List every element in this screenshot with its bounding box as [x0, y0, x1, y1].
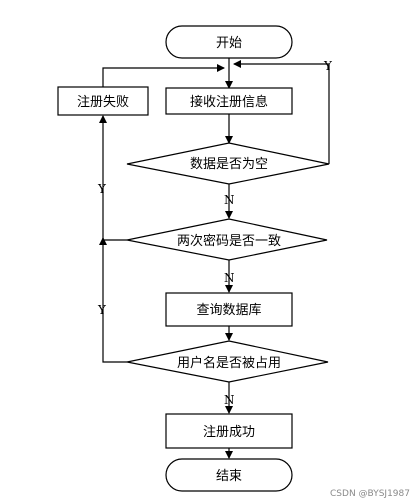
- register-fail-label: 注册失败: [77, 95, 129, 110]
- edge-label-taken-no: N: [224, 393, 235, 407]
- check-empty-decision: 数据是否为空: [126, 142, 330, 185]
- register-fail-process: 注册失败: [57, 86, 149, 116]
- edge-label-taken-yes: Y: [97, 303, 107, 317]
- arrow-empty-yes-loop: [233, 60, 330, 164]
- receive-info-label: 接收注册信息: [190, 94, 268, 110]
- query-database-label: 查询数据库: [196, 302, 261, 318]
- check-username-label: 用户名是否被占用: [177, 355, 281, 371]
- check-password-label: 两次密码是否一致: [177, 233, 281, 249]
- register-success-process: 注册成功: [165, 413, 293, 449]
- edge-label-empty-yes: Y: [323, 59, 333, 73]
- register-success-label: 注册成功: [203, 425, 255, 440]
- edge-label-empty-no: N: [224, 193, 235, 207]
- edge-label-mismatch-yes: Y: [97, 182, 107, 196]
- connectors: [99, 58, 330, 459]
- arrow-fail-to-receive: [102, 64, 225, 87]
- check-password-decision: 两次密码是否一致: [126, 218, 328, 261]
- check-empty-label: 数据是否为空: [190, 157, 268, 172]
- check-username-decision: 用户名是否被占用: [126, 340, 329, 383]
- start-terminal: 开始: [165, 25, 293, 59]
- end-terminal: 结束: [165, 458, 293, 492]
- watermark: CSDN @BYSJ1987: [330, 489, 410, 499]
- end-label: 结束: [216, 469, 242, 484]
- edge-label-password-no: N: [224, 271, 235, 285]
- receive-info-process: 接收注册信息: [165, 87, 293, 115]
- arrow-taken-yes: [99, 237, 127, 363]
- query-database-process: 查询数据库: [165, 292, 293, 327]
- start-label: 开始: [216, 36, 242, 51]
